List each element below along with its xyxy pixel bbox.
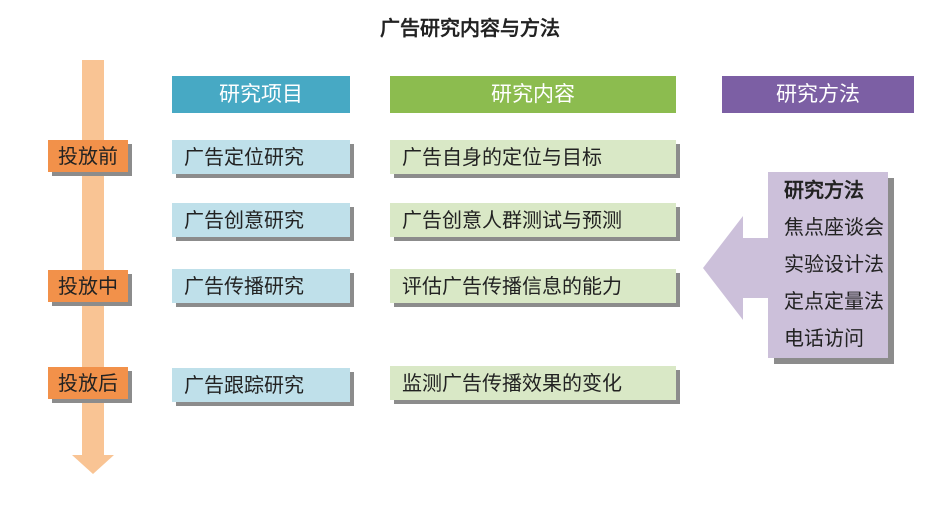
method-item: 定点定量法 xyxy=(784,289,884,313)
project-box: 广告传播研究 xyxy=(172,269,350,303)
method-item: 焦点座谈会 xyxy=(784,215,884,239)
project-box: 广告创意研究 xyxy=(172,203,350,237)
timeline-arrow xyxy=(72,60,114,474)
content-box: 广告自身的定位与目标 xyxy=(390,140,676,174)
diagram-title: 广告研究内容与方法 xyxy=(380,16,560,40)
method-item: 实验设计法 xyxy=(784,252,884,276)
stage-during: 投放中 xyxy=(48,270,128,302)
project-box: 广告定位研究 xyxy=(172,140,350,174)
stage-before: 投放前 xyxy=(48,140,128,172)
stage-after: 投放后 xyxy=(48,367,128,399)
content-box: 广告创意人群测试与预测 xyxy=(390,203,676,237)
method-arrow xyxy=(703,216,781,320)
header-project: 研究项目 xyxy=(172,76,350,113)
method-item: 电话访问 xyxy=(784,326,864,350)
project-box: 广告跟踪研究 xyxy=(172,368,350,402)
header-content: 研究内容 xyxy=(390,76,676,113)
header-method: 研究方法 xyxy=(722,76,914,113)
methods-box: 研究方法 焦点座谈会 实验设计法 定点定量法 电话访问 xyxy=(768,172,888,358)
content-box: 评估广告传播信息的能力 xyxy=(390,269,676,303)
content-box: 监测广告传播效果的变化 xyxy=(390,366,676,400)
methods-title: 研究方法 xyxy=(784,178,864,202)
